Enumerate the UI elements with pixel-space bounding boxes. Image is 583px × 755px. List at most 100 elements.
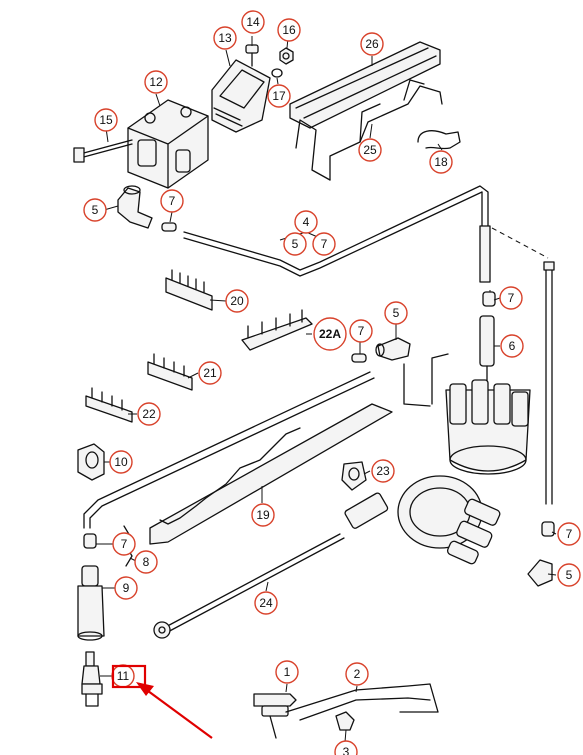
svg-text:16: 16 (282, 23, 296, 37)
callout-17: 17 (267, 84, 291, 108)
callout-5: 5 (83, 198, 107, 222)
svg-text:17: 17 (272, 89, 286, 103)
terminal-cap (83, 533, 97, 549)
lead-holder (147, 353, 193, 391)
clamp (341, 461, 367, 491)
distributor-cap (403, 353, 531, 475)
callout-16: 16 (277, 18, 301, 42)
callout-19: 19 (251, 503, 275, 527)
svg-text:24: 24 (259, 596, 273, 610)
spark-plug (81, 651, 103, 707)
svg-text:20: 20 (230, 294, 244, 308)
lead-holder-22a (241, 309, 313, 351)
svg-text:2: 2 (354, 667, 361, 681)
callout-21: 21 (198, 361, 222, 385)
coil-bolt (73, 139, 133, 163)
screw (245, 44, 259, 67)
callout-12: 12 (144, 70, 168, 94)
callout-3: 3 (334, 740, 358, 755)
ht-connector-elbow (527, 559, 553, 587)
svg-text:25: 25 (363, 143, 377, 157)
sensor-bracket (253, 683, 439, 739)
plug-connector (77, 565, 105, 641)
callout-7: 7 (499, 286, 523, 310)
cover-strip (149, 403, 393, 545)
svg-text:7: 7 (169, 194, 176, 208)
callout-23: 23 (371, 459, 395, 483)
svg-text:14: 14 (246, 15, 260, 29)
callout-7: 7 (112, 532, 136, 556)
svg-text:7: 7 (121, 537, 128, 551)
callout-5: 5 (384, 301, 408, 325)
svg-text:22: 22 (142, 407, 156, 421)
highlight-arrow-line (143, 687, 213, 739)
callout-22a: 22A (313, 317, 347, 351)
ht-connector-elbow (117, 185, 153, 229)
callout-6: 6 (500, 334, 524, 358)
callout-7: 7 (349, 319, 373, 343)
svg-text:22A: 22A (319, 327, 341, 341)
callout-11: 11 (111, 664, 135, 688)
svg-text:10: 10 (114, 455, 128, 469)
callout-20: 20 (225, 289, 249, 313)
callout-4: 4 (294, 210, 318, 234)
svg-text:3: 3 (343, 745, 350, 755)
callout-2: 2 (345, 662, 369, 686)
svg-text:5: 5 (566, 568, 573, 582)
washer (271, 68, 283, 78)
svg-text:8: 8 (143, 555, 150, 569)
svg-text:5: 5 (92, 203, 99, 217)
callout-7: 7 (160, 189, 184, 213)
lead-holder (165, 269, 213, 311)
terminal-cap (351, 353, 367, 363)
svg-text:4: 4 (303, 215, 310, 229)
ht-lead-coil (183, 185, 491, 283)
svg-text:13: 13 (218, 31, 232, 45)
ht-connector-elbow (375, 337, 411, 361)
callout-1: 1 (275, 660, 299, 684)
ignition-control-unit (211, 59, 271, 133)
ht-lead-right (543, 261, 555, 505)
svg-text:7: 7 (321, 237, 328, 251)
callout-24: 24 (254, 591, 278, 615)
svg-text:11: 11 (117, 669, 130, 683)
svg-text:6: 6 (509, 339, 516, 353)
callout-9: 9 (114, 576, 138, 600)
clip (417, 130, 461, 150)
svg-text:5: 5 (393, 306, 400, 320)
svg-text:21: 21 (203, 366, 217, 380)
svg-text:15: 15 (99, 113, 113, 127)
callout-22: 22 (137, 402, 161, 426)
lead-holder-10 (77, 443, 105, 481)
lead-holder (85, 387, 133, 423)
distributor-cap-lower (397, 475, 501, 565)
svg-text:5: 5 (292, 237, 299, 251)
svg-text:7: 7 (358, 324, 365, 338)
callout-15: 15 (94, 108, 118, 132)
svg-text:19: 19 (256, 508, 270, 522)
terminal-cap (482, 291, 496, 307)
highlight-box (111, 664, 147, 689)
nut (279, 47, 294, 65)
svg-text:12: 12 (149, 75, 163, 89)
svg-text:26: 26 (365, 37, 379, 51)
terminal-cap (161, 222, 177, 232)
callout-10: 10 (109, 450, 133, 474)
svg-text:1: 1 (284, 665, 291, 679)
svg-text:7: 7 (508, 291, 515, 305)
sensor-cable (153, 492, 389, 639)
callout-14: 14 (241, 10, 265, 34)
mounting-bracket (289, 41, 443, 181)
highlight-annotation (111, 664, 213, 739)
ignition-coil (127, 99, 209, 189)
terminal-cap (541, 521, 555, 537)
callout-5: 5 (557, 563, 581, 587)
callout-25: 25 (358, 138, 382, 162)
callout-8: 8 (134, 550, 158, 574)
svg-text:9: 9 (123, 581, 130, 595)
callout-7: 7 (312, 232, 336, 256)
svg-text:18: 18 (434, 155, 448, 169)
callout-7: 7 (557, 522, 581, 546)
